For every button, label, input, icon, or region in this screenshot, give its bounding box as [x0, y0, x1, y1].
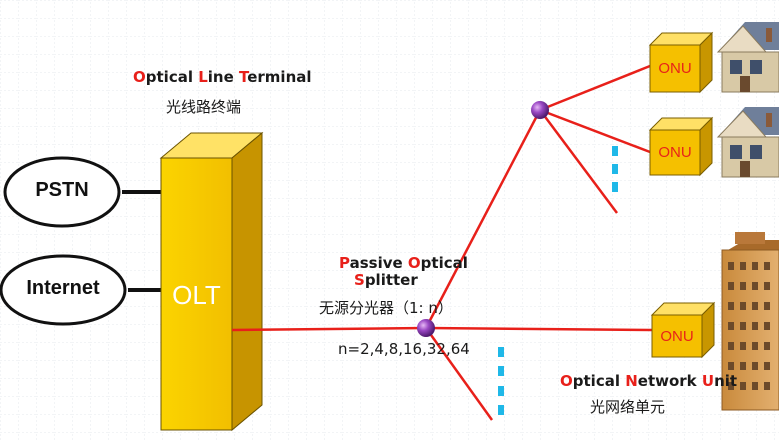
fiber-olt-to-splitter	[231, 326, 427, 332]
olt-box	[159, 131, 264, 432]
more-branches-dots	[498, 146, 618, 415]
splitter-node-icon	[531, 101, 549, 119]
splitter-subtitle: 无源分光器（1: n）	[319, 299, 453, 317]
onu-box-1	[648, 31, 714, 94]
onu-label-2: ONU	[658, 144, 692, 161]
olt-box-label: OLT	[172, 280, 221, 310]
fiber-to-building-onu	[425, 326, 653, 332]
fiber-network	[231, 64, 653, 421]
internet-label: Internet	[26, 277, 100, 299]
house-icon	[716, 22, 779, 93]
splitter-title: Passive Optical Splitter	[339, 254, 468, 289]
fiber-upper-lower-branch	[538, 109, 619, 214]
pstn-oval	[3, 156, 121, 228]
onu-subtitle: 光网络单元	[590, 398, 666, 416]
onu-label-1: ONU	[658, 60, 692, 77]
onu-label-3: ONU	[660, 328, 694, 345]
internet-oval	[0, 254, 127, 326]
fiber-lower-branch	[424, 327, 494, 421]
olt-title: Optical Line Terminal	[133, 68, 312, 86]
house-icon	[716, 107, 779, 178]
fiber-to-onu-2	[539, 108, 651, 154]
fiber-to-onu-1	[539, 64, 651, 112]
onu-title: Optical Network Unit	[560, 372, 738, 390]
pstn-label: PSTN	[35, 179, 89, 201]
splitter-ratio: n=2,4,8,16,32,64	[338, 340, 470, 358]
onu-box-2	[648, 116, 714, 177]
office-building-icon	[721, 232, 779, 411]
olt-subtitle: 光线路终端	[166, 98, 242, 116]
onu-box-3	[650, 301, 716, 359]
fiber-to-upper-splitter	[424, 109, 542, 329]
splitter-node-icon	[417, 319, 435, 337]
